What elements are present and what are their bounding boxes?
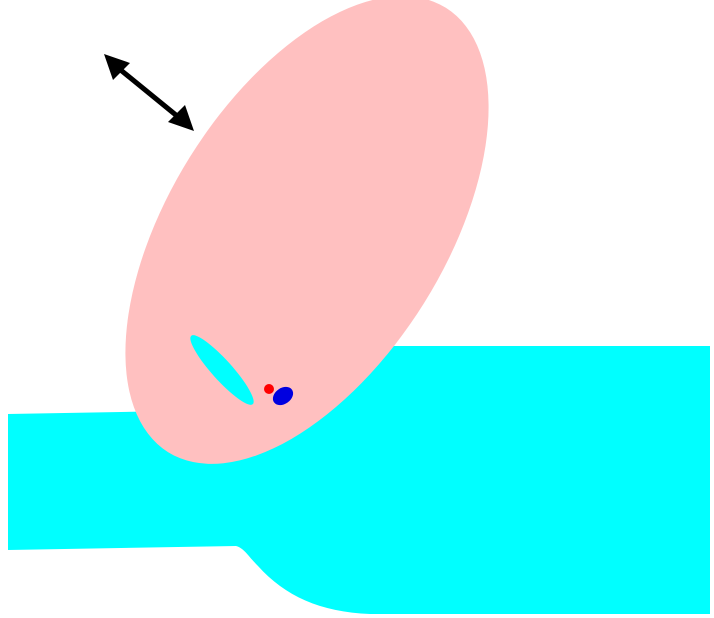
red-dot [264, 384, 274, 394]
arrowhead-top-left [104, 54, 130, 80]
double-headed-arrow-icon [104, 54, 194, 131]
arrowhead-bottom-right [168, 105, 194, 131]
arrow-shaft [114, 64, 185, 123]
pink-ellipse [125, 0, 489, 464]
blue-blob [272, 386, 294, 406]
cyan-inner-ellipse [190, 335, 254, 405]
